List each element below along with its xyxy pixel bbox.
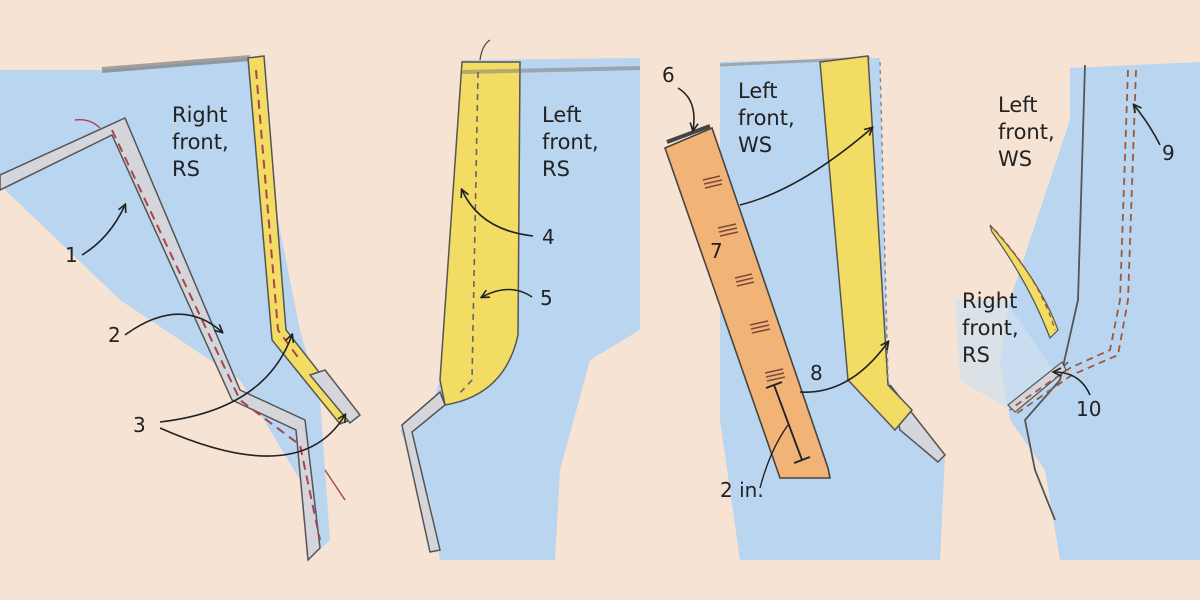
- arrow-2: [124, 313, 222, 336]
- panel-label-right-front: Right front, RS: [172, 103, 235, 181]
- step2-left-front: Left front, RS 4 5: [400, 39, 641, 560]
- arrow-3b: [159, 415, 345, 457]
- arrow-10: [1054, 372, 1091, 396]
- right-front-rs-fabric: [955, 300, 1060, 410]
- fly-edge-line: [1024, 64, 1086, 521]
- thread-tail-bottom: [324, 469, 346, 501]
- arrow-1: [81, 205, 125, 256]
- step3-left-front-ws: 2 in. Left front, WS 6 7 8: [662, 55, 947, 560]
- right-front-fabric: [0, 58, 330, 560]
- step1-right-front: Right front, RS 1 2 3: [0, 55, 362, 562]
- arrow-4: [462, 190, 534, 237]
- stitch-9-outer: [1011, 69, 1129, 409]
- left-facing: [439, 61, 521, 406]
- facing-stitch: [994, 229, 1056, 331]
- left-seam-allowance: [401, 390, 446, 553]
- callout-3: 3: [133, 413, 146, 437]
- crotch-seam-allowance: [0, 116, 321, 562]
- callout-7: 7: [710, 239, 723, 263]
- callout-5: 5: [540, 286, 553, 310]
- measurement-bracket: [765, 381, 811, 464]
- left-stitching: [457, 71, 479, 396]
- facing-stitching-ws: [879, 61, 889, 381]
- measurement-leader: [759, 424, 789, 489]
- arrow-6: [677, 87, 694, 130]
- panel-label-left-front-rs: Left front, RS: [542, 103, 605, 181]
- panel-label-left-front-ws-2: Left front, WS: [998, 93, 1061, 171]
- arrow-7: [739, 128, 872, 206]
- bar-tacks: [702, 175, 786, 382]
- arrow-3a: [159, 335, 292, 423]
- thread-tail-top: [479, 39, 491, 61]
- stitching-line-2: [255, 69, 301, 361]
- top-waist-edge: [101, 55, 251, 73]
- stitching-line-1: [111, 129, 321, 541]
- measurement-label: 2 in.: [720, 478, 764, 502]
- callout-2: 2: [108, 323, 121, 347]
- callout-9: 9: [1162, 141, 1175, 165]
- zipper-stop: [308, 369, 362, 425]
- arrow-8: [799, 342, 888, 393]
- arrow-9: [1134, 105, 1161, 146]
- callout-10: 10: [1076, 397, 1101, 421]
- zipper-top-stop: [666, 124, 711, 144]
- callout-1: 1: [65, 243, 78, 267]
- thread-tail: [74, 118, 101, 129]
- panel-label-right-front-rs-2: Right front, RS: [962, 289, 1025, 367]
- callout-8: 8: [810, 361, 823, 385]
- step4-assembly: Left front, WS Right front, RS 9 10: [955, 62, 1200, 560]
- panel-label-left-front-ws: Left front, WS: [738, 79, 801, 157]
- callout-4: 4: [542, 225, 555, 249]
- zipper-tape: [663, 126, 831, 479]
- arrow-5: [482, 288, 533, 298]
- left-front-ws-fabric-2: [1000, 62, 1200, 560]
- callout-6: 6: [662, 63, 675, 87]
- facing-top-edge: [461, 66, 641, 74]
